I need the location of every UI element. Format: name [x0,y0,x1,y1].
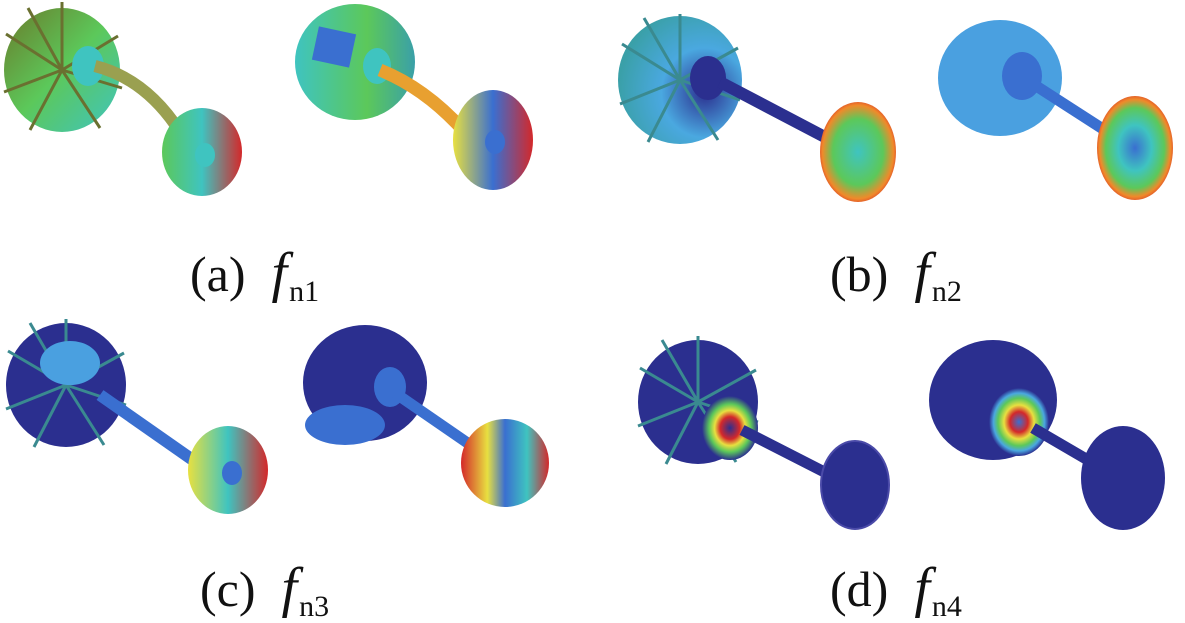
caption-b: (b) fn2 [830,242,962,307]
panel-b-mode-shape-smooth [938,20,1173,200]
panel-c-mode-shape-smooth [303,325,549,507]
caption-a-subscript: n1 [289,275,320,308]
caption-c: (c) fn3 [200,557,329,622]
panel-a-mode-shape-smooth [295,4,533,190]
turbine-disc-a [3,2,123,132]
caption-c-subscript: n3 [299,590,330,623]
caption-d: (d) fn4 [830,557,962,622]
panel-d-mode-shape-smooth [929,340,1165,530]
caption-b-label: (b) [830,246,889,302]
caption-d-label: (d) [830,561,889,617]
caption-a-label: (a) [190,246,246,302]
panel-a-mode-shape [3,2,242,196]
caption-c-symbol: f [281,557,298,619]
panel-c-mode-shape [5,319,268,514]
panel-d-mode-shape [637,336,890,530]
caption-c-label: (c) [200,561,256,617]
caption-d-symbol: f [914,557,930,619]
caption-b-subscript: n2 [931,275,962,308]
caption-d-subscript: n4 [931,590,962,623]
caption-a-symbol: f [271,242,288,304]
panel-b-mode-shape [618,14,896,202]
caption-b-symbol: f [914,242,930,304]
caption-a: (a) fn1 [190,242,319,307]
